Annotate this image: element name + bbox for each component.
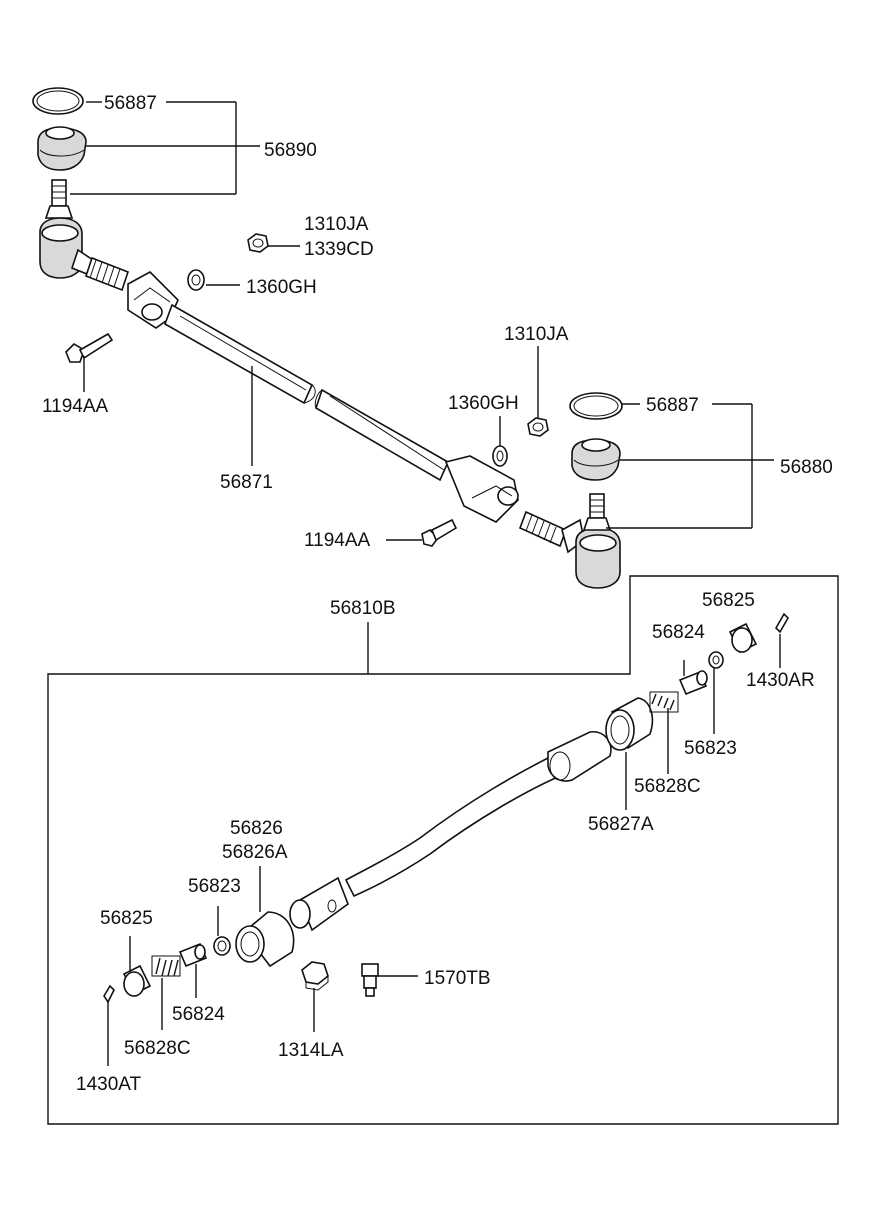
seat-right — [678, 670, 708, 696]
label-seat-left: 56824 — [172, 1004, 225, 1025]
hex-nut-right — [527, 417, 549, 437]
threaded-shank-right — [518, 510, 568, 548]
dust-boot-right — [571, 438, 621, 481]
upper-leader-lines — [70, 101, 774, 541]
label-nut-top: 1310JA — [304, 214, 369, 235]
label-end-assembly-left: 56890 — [264, 140, 317, 161]
label-plug-left: 56825 — [100, 908, 153, 929]
bolt-left — [65, 332, 114, 363]
hex-nut-top — [247, 233, 269, 253]
cotter-pin-right — [775, 612, 789, 634]
bolt-right — [421, 518, 458, 547]
socket-right — [605, 697, 654, 751]
washer-left — [187, 269, 205, 291]
socket-left — [235, 911, 295, 968]
ball-stud-left — [44, 179, 74, 219]
washer-right — [492, 445, 508, 467]
boot-ring-right — [569, 392, 623, 420]
spring-left — [151, 955, 181, 977]
assembly-frame — [47, 575, 839, 1125]
label-boot-ring-right: 56887 — [646, 395, 699, 416]
label-cotter-pin-right: 1430AR — [746, 670, 815, 691]
grease-nipple — [361, 963, 379, 997]
label-boot-ring-left: 56887 — [104, 93, 157, 114]
ball-stud-right — [582, 493, 612, 531]
tie-rod-tube — [164, 303, 450, 482]
label-grease-nipple: 1570TB — [424, 968, 491, 989]
label-washer-left: 1360GH — [246, 277, 317, 298]
ball-seat-left — [213, 936, 231, 956]
label-socket-left: 56826 — [230, 818, 283, 839]
ball-seat-right — [708, 651, 724, 669]
plug-right — [728, 622, 758, 654]
label-plug-right: 56825 — [702, 590, 755, 611]
label-spring-right: 56828C — [634, 776, 701, 797]
hex-nut-bottom — [301, 961, 329, 991]
boot-ring-left — [32, 87, 84, 115]
label-washer-right: 1360GH — [448, 393, 519, 414]
label-socket-left-alt: 56826A — [222, 842, 288, 863]
label-tie-rod-tube: 56871 — [220, 472, 273, 493]
plug-left — [122, 964, 152, 997]
label-bolt-left: 1194AA — [42, 396, 109, 417]
label-ball-seat-right: 56823 — [684, 738, 737, 759]
label-ball-seat-left: 56823 — [188, 876, 241, 897]
label-socket-right: 56827A — [588, 814, 654, 835]
label-nut-bottom: 1314LA — [278, 1040, 344, 1061]
label-end-assembly-right: 56880 — [780, 457, 833, 478]
clamp-left — [127, 271, 179, 329]
cotter-pin-left — [103, 984, 115, 1004]
center-rod — [289, 731, 612, 932]
spring-right — [649, 691, 679, 713]
lower-leader-lines — [107, 634, 781, 1066]
label-nut-top-alt: 1339CD — [304, 239, 374, 260]
label-seat-right: 56824 — [652, 622, 705, 643]
clamp-right — [444, 455, 519, 523]
label-spring-left: 56828C — [124, 1038, 191, 1059]
seat-left — [178, 942, 208, 968]
label-cotter-pin-left: 1430AT — [76, 1074, 142, 1095]
dust-boot-left — [37, 126, 87, 171]
tie-rod-end-right — [561, 518, 621, 589]
label-center-rod-assembly: 56810B — [330, 598, 396, 619]
label-nut-right: 1310JA — [504, 324, 569, 345]
threaded-shank-left — [85, 256, 129, 292]
label-bolt-right: 1194AA — [304, 530, 371, 551]
